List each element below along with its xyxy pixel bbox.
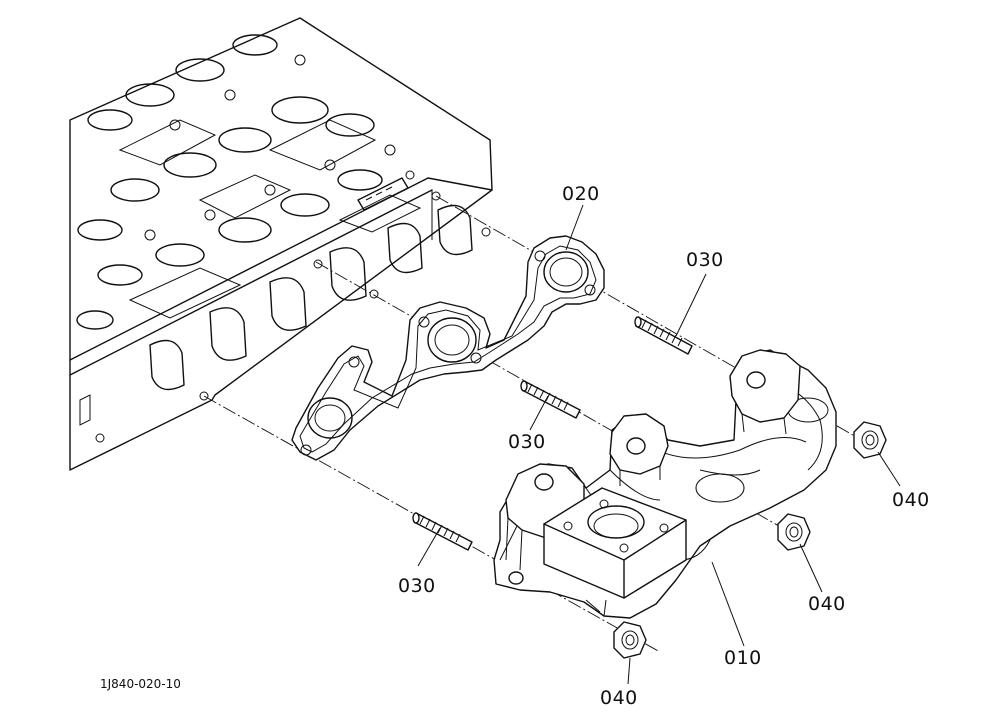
label-stud-middle: 030 [508, 431, 546, 453]
head-cast-marking [357, 177, 409, 211]
nut-right [853, 421, 887, 459]
stud-middle [520, 380, 581, 419]
label-stud-lower: 030 [398, 575, 436, 597]
label-stud-upper: 030 [686, 249, 724, 271]
cylinder-head [69, 17, 493, 471]
label-nut-right: 040 [892, 489, 930, 511]
label-nut-middle: 040 [808, 593, 846, 615]
stud-lower [412, 512, 473, 551]
drawing-reference-code: 1J840-020-10 [100, 677, 181, 691]
head-exhaust-ports [79, 191, 491, 443]
label-nut-bottom: 040 [600, 687, 638, 709]
label-manifold: 010 [724, 647, 762, 669]
exhaust-manifold [493, 349, 837, 619]
leader-lines [417, 204, 901, 685]
nut-bottom [613, 621, 647, 659]
nut-middle [777, 513, 811, 551]
stud-upper [634, 316, 693, 355]
callout-labels: 020 030 030 030 010 040 040 040 1J840-02… [100, 183, 930, 709]
head-top-detail [76, 34, 422, 330]
label-gasket: 020 [562, 183, 600, 205]
manifold-gasket [291, 235, 605, 461]
